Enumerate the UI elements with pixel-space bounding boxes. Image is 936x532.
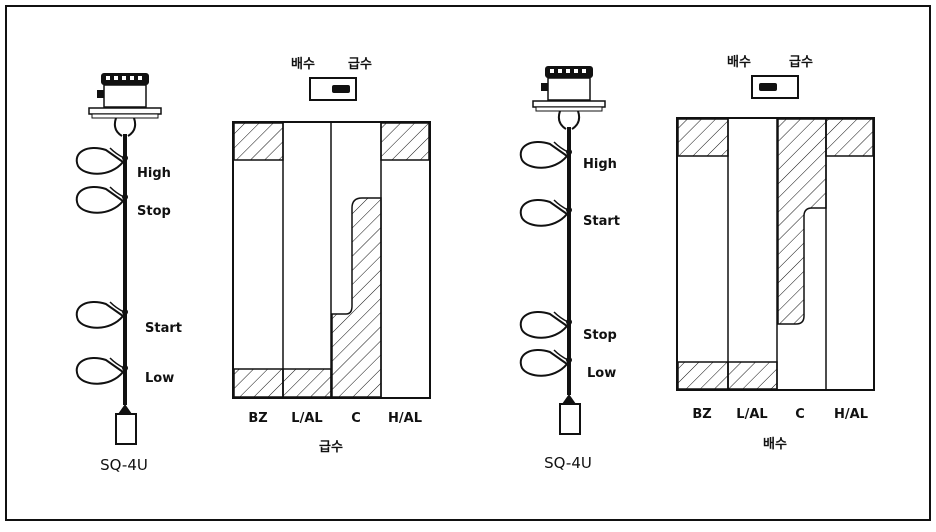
float-low — [519, 349, 569, 377]
sensor-model: SQ-4U — [544, 454, 592, 472]
float-label: Low — [145, 371, 174, 386]
column-label: C — [351, 411, 361, 426]
column-label: L/AL — [291, 411, 322, 426]
column-label: BZ — [692, 407, 711, 422]
float-label: Start — [145, 321, 182, 336]
bz-low-band — [233, 368, 284, 398]
timing-chart: BZ L/AL C H/AL 배수 — [676, 117, 875, 452]
float-low — [75, 357, 125, 385]
column-label: L/AL — [736, 407, 767, 422]
float-label: Start — [583, 214, 620, 229]
weight-hook — [118, 404, 132, 414]
hal-band — [380, 122, 430, 161]
panel-drain: High Start Stop Low SQ-4U 배수 급수 BZ L/AL — [519, 54, 875, 472]
chart-caption: 배수 — [763, 436, 787, 452]
column-label: H/AL — [834, 407, 868, 422]
bz-high-band — [233, 122, 284, 161]
hal-band — [825, 118, 874, 157]
lal-band — [282, 368, 332, 398]
sensor-head — [88, 73, 162, 137]
switch-label-right: 급수 — [348, 57, 372, 72]
c-band — [777, 118, 827, 325]
sensor-weight — [559, 403, 581, 435]
float-label: Low — [587, 366, 616, 381]
switch-label-right: 급수 — [789, 55, 813, 70]
switch-label-left: 배수 — [291, 56, 315, 72]
sensor-head — [532, 66, 606, 130]
panel-supply: High Stop Start Low SQ-4U 배수 급수 BZ — [75, 56, 431, 474]
timing-chart: BZ L/AL C H/AL 급수 — [232, 121, 431, 455]
c-band — [331, 197, 382, 398]
sensor-model: SQ-4U — [100, 456, 148, 474]
mode-switch-knob — [332, 85, 350, 93]
column-label: BZ — [248, 411, 267, 426]
float-label: High — [583, 157, 617, 172]
mode-switch-knob — [759, 83, 777, 91]
float-start — [75, 301, 125, 329]
float-stop — [519, 311, 569, 339]
bz-low-band — [677, 361, 729, 390]
float-high — [75, 147, 125, 175]
float-label: Stop — [583, 328, 617, 343]
bz-high-band — [677, 118, 729, 157]
switch-label-left: 배수 — [727, 54, 751, 70]
chart-caption: 급수 — [319, 440, 343, 455]
float-high — [519, 141, 569, 169]
float-start — [519, 199, 569, 227]
column-label: C — [795, 407, 805, 422]
float-label: Stop — [137, 204, 171, 219]
float-label: High — [137, 166, 171, 181]
column-label: H/AL — [388, 411, 422, 426]
lal-band — [727, 361, 778, 390]
sensor-weight — [115, 413, 137, 445]
weight-hook — [562, 394, 576, 404]
float-stop — [75, 186, 125, 214]
